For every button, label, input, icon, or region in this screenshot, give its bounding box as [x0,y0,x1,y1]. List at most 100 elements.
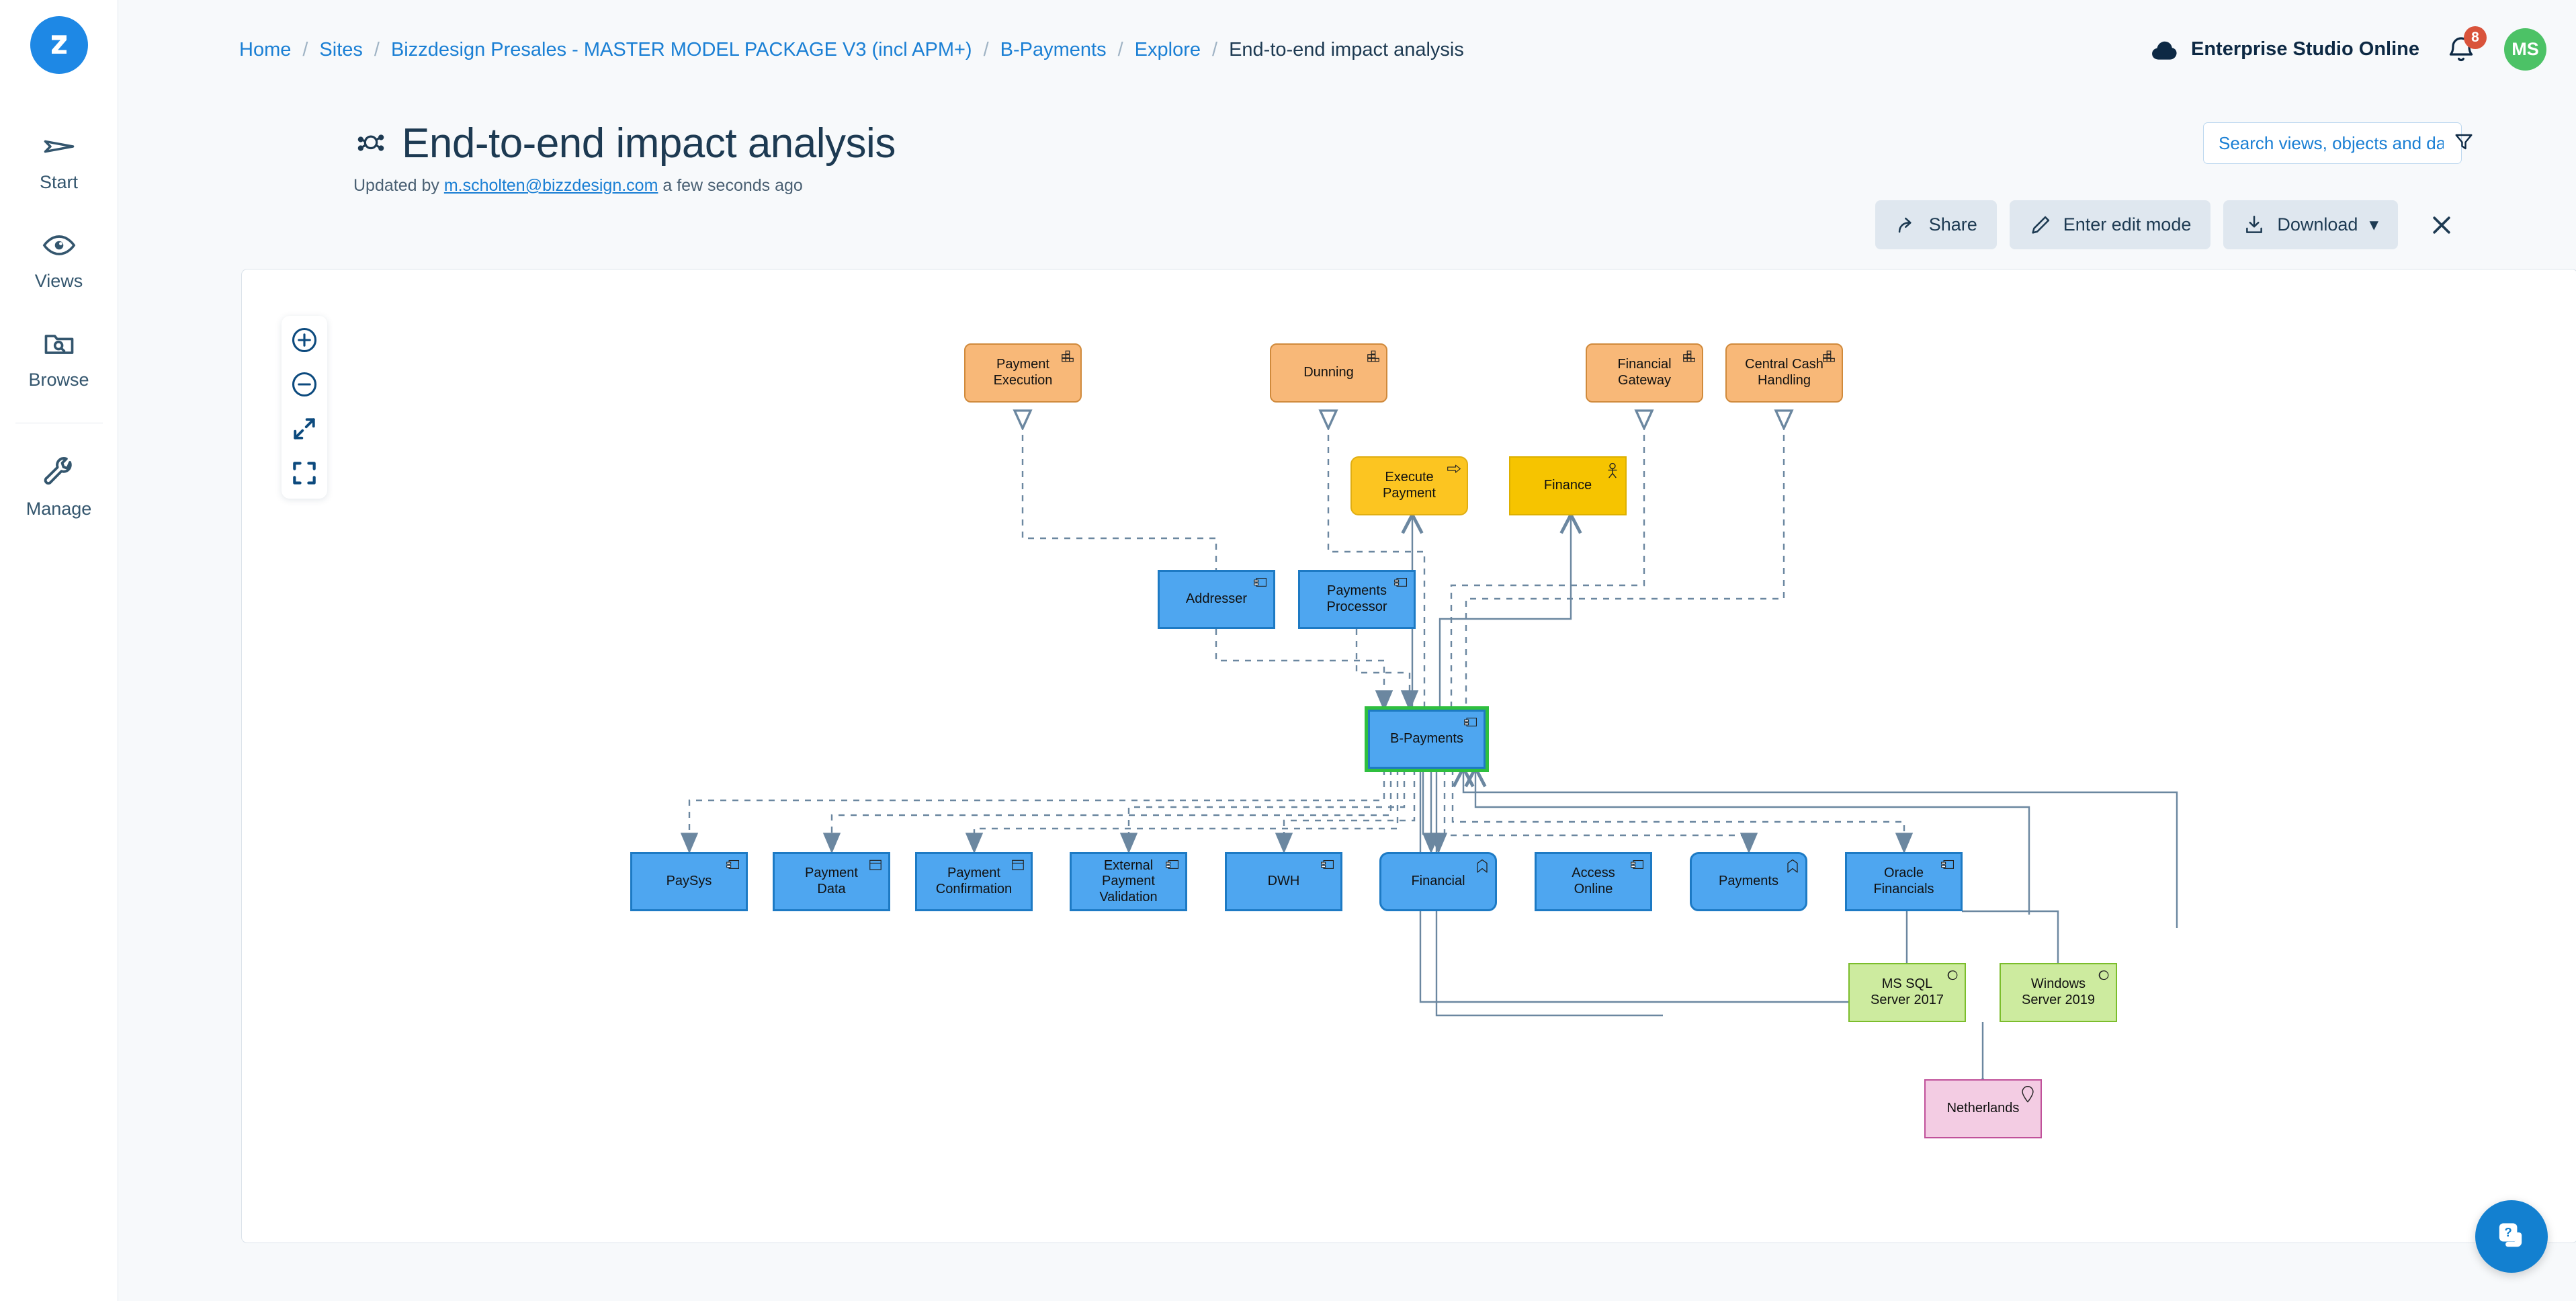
breadcrumb-item-sites[interactable]: Sites [319,39,363,60]
component-icon [1940,859,1955,872]
diagram-node-financial-gateway[interactable]: Financial Gateway [1586,343,1703,403]
diagram-node-netherlands[interactable]: Netherlands [1924,1079,2042,1138]
sidebar-item-views[interactable]: Views [0,210,118,309]
help-chat-icon: ? [2499,1223,2522,1247]
diagram-node-label: Payment Confirmation [935,866,1013,896]
diagram-node-label: DWH [1267,874,1300,889]
paper-plane-icon [44,140,74,153]
breadcrumb-item-explore[interactable]: Explore [1134,39,1201,60]
component-icon [726,859,740,872]
download-button[interactable]: Download ▾ [2223,200,2398,249]
diagram-node-finance[interactable]: Finance [1509,456,1627,515]
zoom-in-icon[interactable] [290,325,319,355]
avatar[interactable]: MS [2504,28,2546,71]
breadcrumb-item-package[interactable]: Bizzdesign Presales - MASTER MODEL PACKA… [390,39,972,60]
diagram-node-label: MS SQL Server 2017 [1871,976,1944,1007]
brand-name: Enterprise Studio Online [2191,38,2419,60]
updated-prefix: Updated by [353,176,439,195]
diagram-node-label: Dunning [1303,365,1354,380]
folder-search-icon [44,335,73,354]
diagram-node-ms-sql-server-2017[interactable]: MS SQL Server 2017 [1848,963,1966,1022]
edit-label: Enter edit mode [2063,214,2192,235]
capability-icon [1060,349,1075,363]
diagram-connectors [680,269,2178,1244]
diagram-node-access-online[interactable]: Access Online [1535,852,1652,911]
diagram-node-execute-payment[interactable]: Execute Payment [1350,456,1468,515]
component-icon [1320,859,1335,872]
breadcrumb-item-home[interactable]: Home [239,39,292,60]
search-input[interactable] [2219,132,2444,154]
left-nav-rail: Start Views Browse Manage [0,0,118,1301]
diagram-node-central-cash-handling[interactable]: Central Cash Handling [1725,343,1843,403]
system-software-icon [2096,969,2110,982]
diagram-node-label: PaySys [666,874,712,889]
system-software-icon [1944,969,1959,982]
diagram-node-payments-processor[interactable]: Payments Processor [1298,570,1416,629]
fit-to-screen-icon[interactable] [290,414,319,444]
app-logo[interactable] [30,16,88,74]
diagram-node-addresser[interactable]: Addresser [1158,570,1275,629]
svg-text:?: ? [2504,1225,2511,1239]
bizzdesign-logo-icon [51,35,67,54]
help-chat-button[interactable]: ? [2475,1200,2548,1273]
sidebar-item-label: Browse [28,370,89,390]
close-icon [2433,216,2450,234]
diagram-node-payment-confirmation[interactable]: Payment Confirmation [915,852,1033,911]
diagram-node-label: Payments Processor [1326,583,1387,614]
sidebar-item-start[interactable]: Start [0,112,118,210]
diagram-node-dunning[interactable]: Dunning [1270,343,1387,403]
notifications-button[interactable]: 8 [2445,26,2487,67]
share-button[interactable]: Share [1875,200,1997,249]
diagram-surface[interactable]: Payment Execution Dunning Financial Gatewa… [242,269,2576,1244]
diagram-node-payment-data[interactable]: Payment Data [773,852,890,911]
diagram-node-label: Central Cash Handling [1745,357,1823,388]
sidebar-item-label: Manage [26,499,92,519]
diagram-node-windows-server-2019[interactable]: Windows Server 2019 [2000,963,2117,1022]
impact-analysis-icon [357,134,384,151]
diagram-node-payment-execution[interactable]: Payment Execution [964,343,1082,403]
sidebar-item-manage[interactable]: Manage [0,438,118,537]
diagram-node-label: Execute Payment [1383,470,1436,501]
diagram-node-financial[interactable]: Financial [1379,852,1497,911]
pencil-icon [2032,216,2049,234]
brand-badge: Enterprise Studio Online [2149,38,2419,62]
zoom-controls [282,316,327,499]
diagram-node-label: Finance [1543,478,1592,493]
actor-icon [1605,462,1620,478]
breadcrumb-item-current: End-to-end impact analysis [1229,39,1464,60]
diagram-node-label: Payments [1719,874,1778,889]
filter-button[interactable] [2453,130,2475,157]
diagram-node-label: External Payment Validation [1099,857,1158,905]
sidebar-item-label: Views [34,271,83,291]
diagram-node-label: Access Online [1572,866,1615,896]
diagram-canvas[interactable]: Payment Execution Dunning Financial Gatewa… [241,269,2576,1243]
download-icon [2246,215,2263,233]
diagram-node-paysys[interactable]: PaySys [630,852,748,911]
sidebar-item-browse[interactable]: Browse [0,309,118,408]
updated-by-user-link[interactable]: m.scholten@bizzdesign.com [443,176,658,195]
data-object-icon [1011,859,1025,872]
diagram-node-dwh[interactable]: DWH [1225,852,1342,911]
diagram-node-b-payments[interactable]: B-Payments [1365,706,1489,772]
diagram-node-label: Netherlands [1946,1101,2020,1116]
breadcrumb-item-b-payments[interactable]: B-Payments [1000,39,1107,60]
enter-edit-mode-button[interactable]: Enter edit mode [2009,200,2211,249]
breadcrumb: Home / Sites / Bizzdesign Presales - MAS… [239,39,1464,61]
zoom-out-icon[interactable] [290,370,319,399]
component-icon [1253,577,1268,590]
service-icon [1785,859,1800,873]
diagram-node-payments[interactable]: Payments [1690,852,1807,911]
diagram-node-label: Financial Gateway [1617,357,1672,388]
breadcrumb-separator: / [1117,39,1123,60]
page-subtitle: Updated by m.scholten@bizzdesign.com a f… [353,176,896,196]
diagram-node-external-payment-validation[interactable]: External Payment Validation [1070,852,1187,911]
chevron-down-icon: ▾ [2369,214,2378,235]
fullscreen-icon[interactable] [290,458,319,488]
diagram-node-oracle-financials[interactable]: Oracle Financials [1845,852,1963,911]
share-label: Share [1928,214,1977,235]
close-button[interactable] [2421,205,2462,245]
search-box[interactable] [2203,122,2473,164]
share-arrow-icon [1898,217,1912,233]
breadcrumb-separator: / [302,39,308,60]
